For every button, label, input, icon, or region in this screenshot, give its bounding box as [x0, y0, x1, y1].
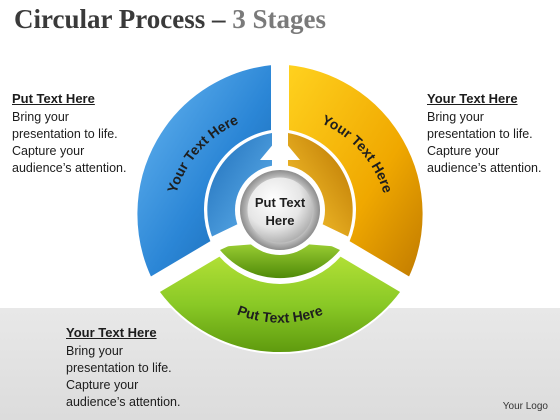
callout-right-line: presentation to life.	[427, 127, 533, 141]
hub-center	[246, 176, 314, 244]
callout-bottom-body: Bring your presentation to life. Capture…	[66, 343, 180, 411]
callout-left-line: presentation to life.	[12, 127, 118, 141]
title-main: Circular Process –	[14, 4, 233, 34]
center-label-line2: Here	[266, 213, 295, 228]
callout-right-line: Capture your	[427, 144, 500, 158]
center-label-line1: Put Text	[255, 195, 306, 210]
callout-bottom-line: presentation to life.	[66, 361, 172, 375]
inner-segment-green	[220, 238, 340, 279]
callout-left-heading: Put Text Here	[12, 91, 95, 106]
callout-bottom-line: audience’s attention.	[66, 395, 181, 409]
page-title: Circular Process – 3 Stages	[14, 4, 326, 35]
callout-bottom-line: Bring your	[66, 344, 123, 358]
callout-right-line: audience’s attention.	[427, 161, 542, 175]
callout-left-line: Bring your	[12, 110, 69, 124]
segment-blue	[135, 62, 273, 280]
callout-left-line: Capture your	[12, 144, 85, 158]
callout-left-body: Bring your presentation to life. Capture…	[12, 109, 126, 177]
callout-right-line: Bring your	[427, 110, 484, 124]
callout-right-body: Bring your presentation to life. Capture…	[427, 109, 541, 177]
callout-bottom-heading: Your Text Here	[66, 325, 157, 340]
pointer-top	[260, 136, 300, 160]
callout-bottom-line: Capture your	[66, 378, 139, 392]
segment-green	[157, 254, 403, 355]
pointer-left	[218, 221, 256, 247]
pointer-right	[304, 221, 342, 247]
inner-segment-blue	[207, 133, 272, 237]
callout-bottom: Your Text Here Bring your presentation t…	[66, 325, 180, 411]
callout-right-heading: Your Text Here	[427, 91, 518, 106]
callout-right: Your Text Here Bring your presentation t…	[427, 91, 541, 177]
title-sub: 3 Stages	[232, 4, 326, 34]
callout-left-line: audience’s attention.	[12, 161, 127, 175]
callout-left: Put Text Here Bring your presentation to…	[12, 91, 126, 177]
inner-segment-orange	[288, 133, 353, 237]
segment-orange	[287, 62, 425, 280]
logo-placeholder: Your Logo	[502, 401, 548, 412]
segment-green-label: Put Text Here	[235, 302, 325, 326]
